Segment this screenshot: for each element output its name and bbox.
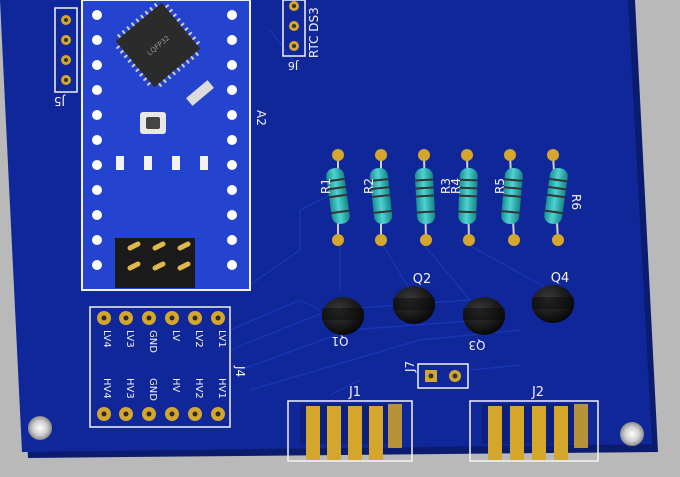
mounting-hole [28, 416, 52, 440]
resistor-r1 [326, 149, 350, 246]
arduino-nano-a2: LQFP32 [81, 0, 251, 291]
resistor-r6 [544, 149, 568, 246]
header-j5 [54, 7, 78, 93]
label-a2: A2 [254, 110, 268, 126]
label-gnd-bottom: GND [147, 378, 158, 401]
connector-j1 [287, 400, 413, 462]
label-rtc: RTC DS3 [307, 7, 321, 58]
label-r5: R5 [493, 178, 507, 194]
label-gnd-top: GND [147, 330, 158, 353]
label-r3: R3 [439, 178, 453, 194]
level-shifter-j4 [89, 306, 231, 428]
label-lv: LV [170, 330, 181, 341]
label-q1: Q1 [331, 334, 348, 348]
resistor-r2 [369, 149, 393, 246]
label-j6: J6 [288, 59, 299, 72]
mounting-hole [620, 422, 644, 446]
transistor-q3 [463, 297, 505, 335]
label-j2: J2 [531, 385, 544, 400]
resistor-r4 [458, 149, 478, 246]
label-lv2: LV2 [193, 330, 204, 348]
connector-j2 [469, 400, 599, 462]
label-j1: J1 [348, 385, 361, 400]
label-lv1: LV1 [216, 330, 227, 348]
transistor-q1 [322, 297, 364, 335]
label-q2: Q2 [413, 272, 432, 287]
label-q4: Q4 [551, 271, 570, 286]
label-j5: J5 [54, 94, 66, 108]
label-r2: R2 [362, 178, 376, 194]
transistor-q2 [393, 286, 435, 324]
label-q3: Q3 [468, 338, 485, 352]
label-j4: J4 [233, 365, 247, 377]
jumper-j7 [417, 363, 469, 389]
label-j7: J7 [403, 361, 417, 373]
transistor-q4 [532, 285, 574, 323]
resistor-r5 [501, 149, 523, 246]
label-hv1: HV1 [216, 378, 227, 399]
label-hv4: HV4 [101, 378, 112, 399]
label-lv3: LV3 [124, 330, 135, 348]
resistor-r3 [414, 149, 436, 246]
header-j6 [282, 0, 306, 57]
label-hv: HV [170, 378, 181, 393]
label-hv3: HV3 [124, 378, 135, 399]
label-r1: R1 [319, 178, 333, 194]
label-r4: R4 [449, 178, 463, 194]
label-lv4: LV4 [101, 330, 112, 348]
label-r6: R6 [569, 194, 583, 210]
label-hv2: HV2 [193, 378, 204, 399]
